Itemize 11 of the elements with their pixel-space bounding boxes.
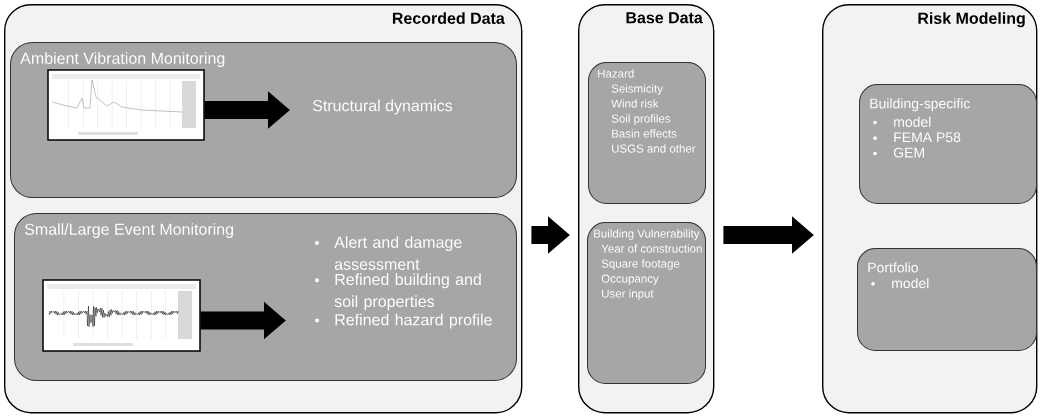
list-box: Hazard Seismicity Wind risk Soil profiles Basin effects USGS and other	[588, 62, 706, 204]
node-label: Refined building and soil properties	[334, 273, 481, 311]
list-box: Portfolio model	[857, 248, 1037, 351]
node-label: Alert and damage assessment	[334, 236, 462, 270]
list-box: Building Vulnerability Year of construction Square footage Occupancy User input	[587, 222, 706, 384]
picture	[47, 69, 205, 141]
result-text: Structural dynamics	[312, 99, 453, 115]
bullet-list: Alert and damage assessment Refined building and soil properties Refined hazard profile	[315, 236, 492, 329]
picture	[42, 279, 201, 352]
list-box: Building-specific model FEMA P58 GEM	[859, 84, 1037, 204]
node-label: Refined hazard profile	[335, 313, 492, 329]
